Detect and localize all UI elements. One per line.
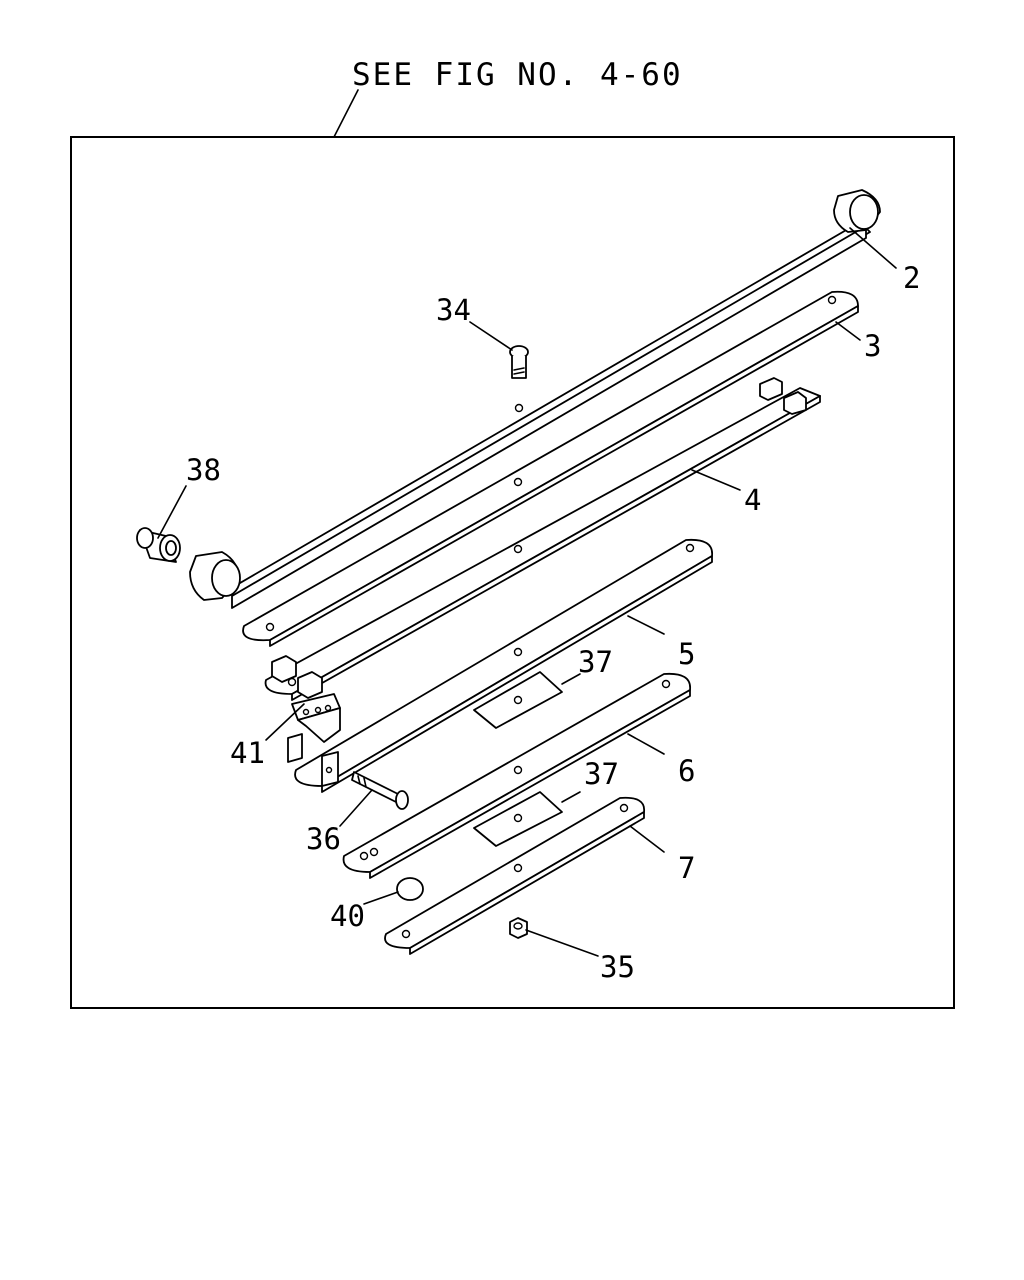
callout-41: 41 [230, 736, 265, 770]
callout-4: 4 [744, 483, 761, 517]
nut-35 [509, 917, 528, 939]
leaf-5 [294, 538, 713, 793]
callout-leaders [157, 227, 897, 957]
callout-37-lower: 37 [584, 757, 619, 791]
leaf-7 [384, 796, 645, 955]
clip-bolt-36 [351, 771, 409, 810]
callout-2: 2 [903, 261, 920, 295]
callout-38: 38 [186, 453, 221, 487]
callout-35: 35 [600, 950, 635, 984]
bushing-38 [136, 527, 181, 563]
leaf-6 [342, 672, 691, 879]
reference-leader-line [333, 89, 359, 138]
main-leaf-2 [189, 189, 881, 609]
callout-34: 34 [436, 293, 471, 327]
diagram-frame [70, 136, 955, 1009]
rebound-clip-41 [287, 693, 341, 787]
callout-7: 7 [678, 851, 695, 885]
callout-36: 36 [306, 822, 341, 856]
liner-pad-37-lower [473, 791, 563, 847]
liner-pad-37-upper [473, 671, 563, 729]
center-bolt-34 [509, 345, 529, 379]
callout-37-upper: 37 [578, 645, 613, 679]
spacer-40 [396, 877, 424, 901]
leaf-3 [242, 290, 859, 647]
callout-40: 40 [330, 899, 365, 933]
leaf-4 [264, 377, 821, 701]
callout-3: 3 [864, 329, 881, 363]
callout-5: 5 [678, 637, 695, 671]
callout-6: 6 [678, 754, 695, 788]
see-figure-reference: SEE FIG NO. 4-60 [352, 57, 683, 93]
